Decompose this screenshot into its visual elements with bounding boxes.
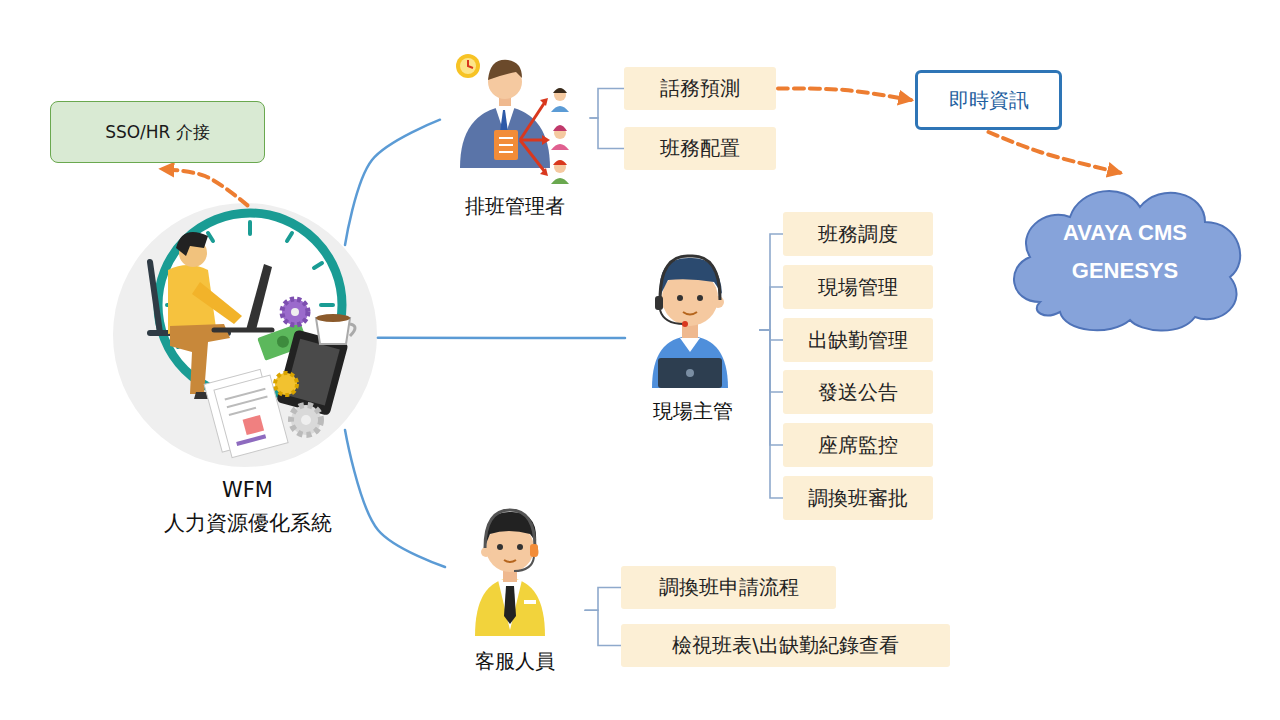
node-label: SSO/HR 介接 [105,121,210,144]
node-label: AVAYA CMS GENESYS [1040,214,1210,290]
node-label: 班務配置 [660,135,740,162]
info-box: 即時資訊 [915,70,1062,130]
function-box: 現場管理 [783,265,933,309]
node-label: WFM [222,474,273,507]
node-label: 排班管理者 [465,193,565,220]
system-hub: WFM人力資源優化系統 [115,195,380,540]
function-box: 檢視班表\出缺勤紀錄查看 [621,624,950,667]
function-box: 調換班申請流程 [621,566,836,609]
cloud-shape: AVAYA CMS GENESYS [1000,172,1250,332]
node-label: 調換班審批 [808,485,908,512]
node-label: 班務調度 [818,221,898,248]
connector [760,330,783,445]
function-box: 班務配置 [624,127,776,170]
scheduler-figure [456,54,569,184]
node-label: 話務預測 [660,75,740,102]
node-label: 座席監控 [818,432,898,459]
role-figure: 排班管理者 [440,50,590,220]
node-label: 現場主管 [653,398,733,425]
connector [585,588,621,611]
function-box: 發送公告 [783,370,933,414]
node-label: 出缺勤管理 [808,327,908,354]
connector [162,169,248,205]
connector [378,337,625,340]
node-label: 調換班申請流程 [659,574,799,601]
connector [778,88,911,100]
node-label: 客服人員 [475,648,555,675]
connector [760,330,783,392]
node-label: 現場管理 [818,274,898,301]
connector [760,234,783,330]
wfm-illustration [113,203,377,467]
agent-figure [475,510,545,636]
connector [590,118,624,149]
node-label: 發送公告 [818,379,898,406]
node-label: 檢視班表\出缺勤紀錄查看 [672,632,899,659]
connector [989,132,1121,173]
connector [345,120,440,245]
connector [760,287,783,330]
connector [345,430,445,567]
function-box: 話務預測 [624,67,776,110]
role-figure: 現場主管 [625,250,760,425]
role-figure: 客服人員 [445,500,585,675]
interface-box: SSO/HR 介接 [50,101,265,163]
supervisor-figure [652,256,728,388]
function-box: 班務調度 [783,212,933,256]
node-label: 人力資源優化系統 [164,507,332,540]
node-label: 即時資訊 [949,87,1029,114]
function-box: 調換班審批 [783,476,933,520]
function-box: 座席監控 [783,423,933,467]
connector [760,330,783,498]
connector [760,330,783,340]
connector [590,89,624,119]
cloud-outline [1000,172,1250,332]
connector [585,610,621,645]
function-box: 出缺勤管理 [783,318,933,362]
cloud-outline [1014,191,1240,331]
